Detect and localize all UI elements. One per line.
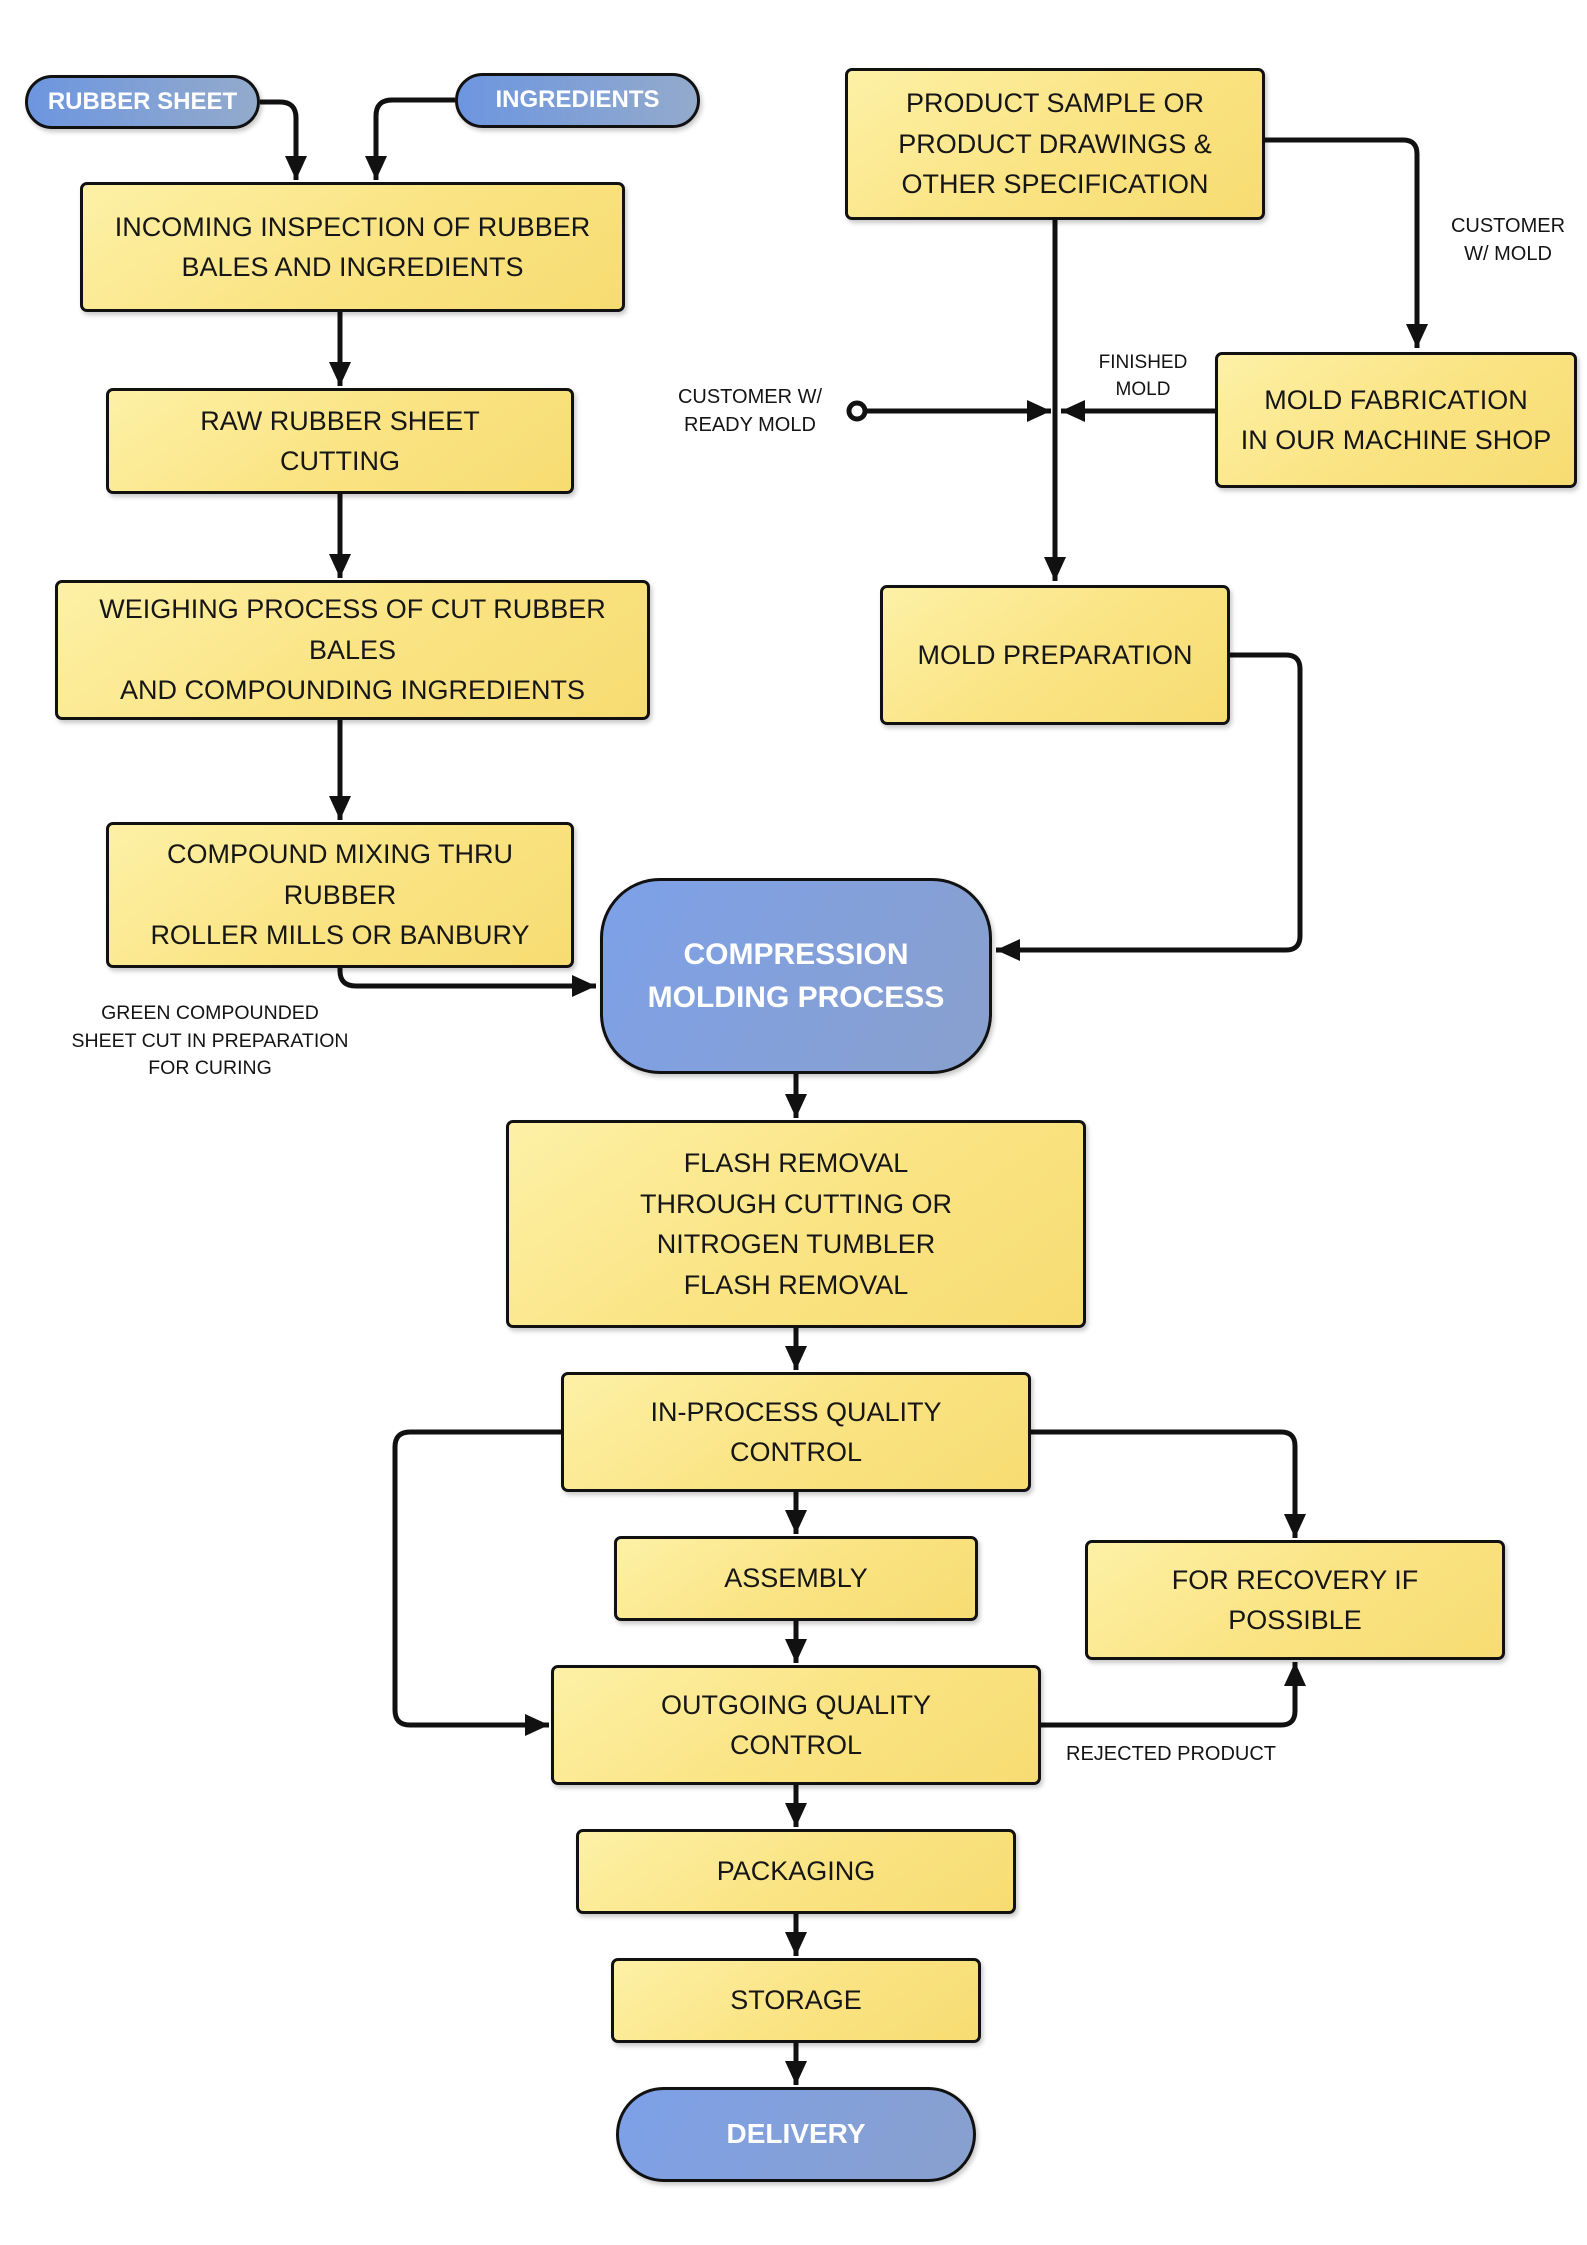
- node-label: MOLD PREPARATION: [917, 639, 1193, 670]
- arrow-rubber-to-incoming: [260, 99, 307, 180]
- node-label: STORAGE: [730, 1985, 862, 2016]
- arrow-product-to-moldfab: [1265, 137, 1428, 348]
- node-label: WEIGHING PROCESS OF CUT RUBBER BALES AND…: [99, 594, 606, 706]
- circle-connector-icon: [846, 400, 868, 422]
- node-label: FOR RECOVERY IF POSSIBLE: [1171, 1564, 1419, 1636]
- arrow-outgoing-to-recovery: [1041, 1662, 1306, 1728]
- node-packaging: PACKAGING: [576, 1829, 1016, 1914]
- node-mold-fabrication: MOLD FABRICATION IN OUR MACHINE SHOP: [1215, 352, 1577, 488]
- node-incoming-inspection: INCOMING INSPECTION OF RUBBER BALES AND …: [80, 182, 625, 312]
- node-weighing-process: WEIGHING PROCESS OF CUT RUBBER BALES AND…: [55, 580, 650, 720]
- node-label: OUTGOING QUALITY CONTROL: [660, 1689, 932, 1761]
- node-label: INCOMING INSPECTION OF RUBBER BALES AND …: [114, 211, 591, 283]
- node-label: PACKAGING: [716, 1856, 876, 1887]
- label-customer-ready-mold: CUSTOMER W/ READY MOLD: [677, 386, 823, 437]
- node-rubber-sheet: RUBBER SHEET: [25, 75, 260, 129]
- node-compression-molding: COMPRESSION MOLDING PROCESS: [600, 878, 992, 1074]
- node-label: IN-PROCESS QUALITY CONTROL: [650, 1396, 942, 1468]
- node-label: INGREDIENTS: [495, 86, 660, 114]
- label-finished-mold: FINISHED MOLD: [1098, 352, 1188, 400]
- node-label: RUBBER SHEET: [47, 87, 238, 115]
- node-flash-removal: FLASH REMOVAL THROUGH CUTTING OR NITROGE…: [506, 1120, 1086, 1328]
- arrow-inprocess-bypass-to-outgoing: [392, 1429, 561, 1736]
- node-label: FLASH REMOVAL THROUGH CUTTING OR NITROGE…: [640, 1148, 952, 1300]
- node-label: COMPOUND MIXING THRU RUBBER ROLLER MILLS…: [150, 839, 530, 951]
- node-label: DELIVERY: [726, 2118, 866, 2150]
- node-outgoing-qc: OUTGOING QUALITY CONTROL: [551, 1665, 1041, 1785]
- label-rejected-product: REJECTED PRODUCT: [1066, 1743, 1277, 1765]
- arrow-ingredients-to-incoming: [365, 97, 455, 180]
- label-customer-w-mold: CUSTOMER W/ MOLD: [1450, 215, 1566, 266]
- label-green-note: GREEN COMPOUNDED SHEET CUT IN PREPARATIO…: [71, 1002, 349, 1080]
- arrow-moldprep-to-compression: [996, 652, 1303, 961]
- node-raw-rubber-cutting: RAW RUBBER SHEET CUTTING: [106, 388, 574, 494]
- node-assembly: ASSEMBLY: [614, 1536, 978, 1621]
- node-in-process-qc: IN-PROCESS QUALITY CONTROL: [561, 1372, 1031, 1492]
- node-compound-mixing: COMPOUND MIXING THRU RUBBER ROLLER MILLS…: [106, 822, 574, 968]
- node-label: COMPRESSION MOLDING PROCESS: [647, 937, 945, 1015]
- node-for-recovery: FOR RECOVERY IF POSSIBLE: [1085, 1540, 1505, 1660]
- node-ingredients: INGREDIENTS: [455, 73, 700, 128]
- node-mold-preparation: MOLD PREPARATION: [880, 585, 1230, 725]
- node-label: ASSEMBLY: [724, 1563, 868, 1594]
- arrow-compound-to-compression: [337, 968, 596, 997]
- arrow-inprocess-to-recovery: [1031, 1429, 1306, 1538]
- node-storage: STORAGE: [611, 1958, 981, 2043]
- node-product-sample: PRODUCT SAMPLE OR PRODUCT DRAWINGS & OTH…: [845, 68, 1265, 220]
- node-label: MOLD FABRICATION IN OUR MACHINE SHOP: [1240, 384, 1552, 456]
- node-delivery: DELIVERY: [616, 2087, 976, 2182]
- node-label: RAW RUBBER SHEET CUTTING: [200, 405, 480, 477]
- node-label: PRODUCT SAMPLE OR PRODUCT DRAWINGS & OTH…: [898, 88, 1212, 200]
